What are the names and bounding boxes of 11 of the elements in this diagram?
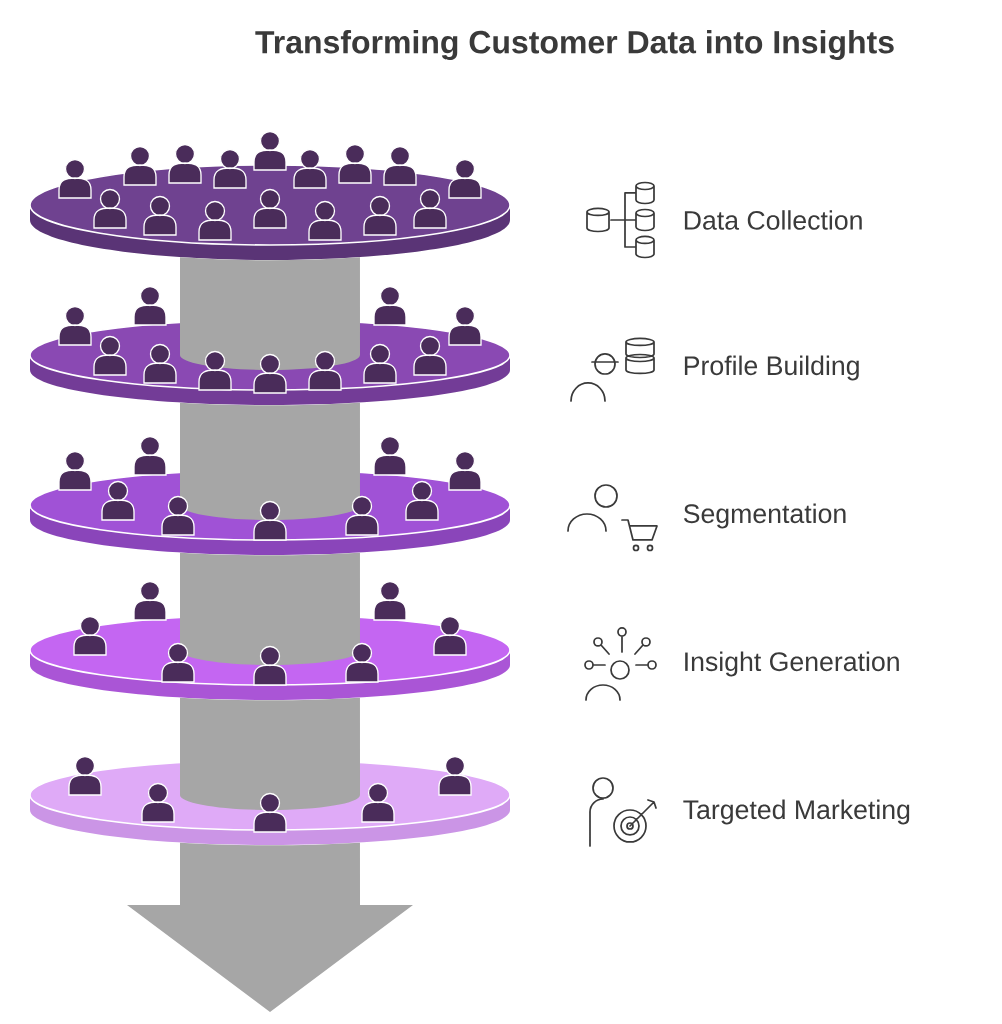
column-segment: [180, 697, 360, 810]
arrow: [127, 842, 413, 1012]
stage-label: Data Collection: [684, 210, 862, 230]
stage-label: Targeted Marketing: [683, 799, 910, 825]
stage-label: Insight Generation: [685, 651, 899, 677]
column-segment: [180, 552, 360, 665]
column-segment: [180, 257, 360, 370]
stage-label: Segmentation: [683, 503, 846, 529]
column-segment: [180, 402, 360, 520]
title: Transforming Customer Data into Insights: [255, 30, 894, 60]
stage-label: Profile Building: [684, 355, 859, 381]
